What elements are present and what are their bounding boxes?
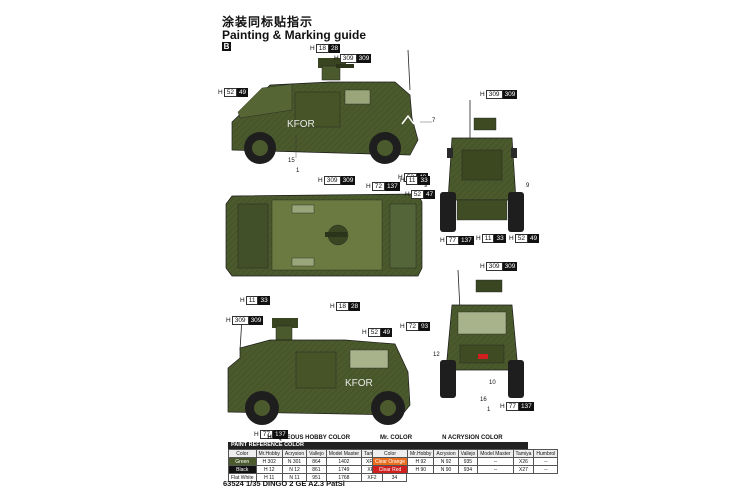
part-number: 16 [480, 397, 487, 403]
top-view [225, 193, 423, 277]
part-number: 1 [296, 168, 300, 174]
paint-table-title: PAINT REFERENCE COLOR [228, 442, 528, 449]
part-number: 9 [424, 183, 428, 189]
section-tag: B [222, 42, 231, 51]
part-number: 12 [433, 352, 440, 358]
side-view-bottom: KFOR [227, 317, 411, 425]
part-number: 10 [489, 380, 496, 386]
kfor-marking-1: KFOR [287, 119, 315, 130]
rear-view [440, 100, 524, 232]
side-view-top: KFOR [231, 49, 432, 164]
part-number: 15 [418, 327, 425, 333]
part-number: 7 [432, 118, 436, 124]
title-english: Painting & Marking guide [222, 28, 367, 42]
title-chinese: 涂装同标贴指示 [222, 15, 314, 29]
legend-aqueous: H AQUEOUS HOBBY COLOR [267, 435, 351, 441]
legend-mr: Mr. COLOR [380, 435, 413, 441]
color-legend: H AQUEOUS HOBBY COLOR Mr. COLOR N ACRYSI… [230, 435, 540, 441]
kfor-marking-2: KFOR [345, 378, 373, 389]
footer-caption: 63524 1/35 DINGO 2 GE A2.3 PatSi [223, 479, 345, 488]
part-number: 9 [526, 183, 530, 189]
part-number: 15 [288, 158, 295, 164]
part-number: 1 [487, 407, 491, 413]
front-view [440, 269, 524, 398]
legend-acrysion: N ACRYSION COLOR [442, 435, 503, 441]
